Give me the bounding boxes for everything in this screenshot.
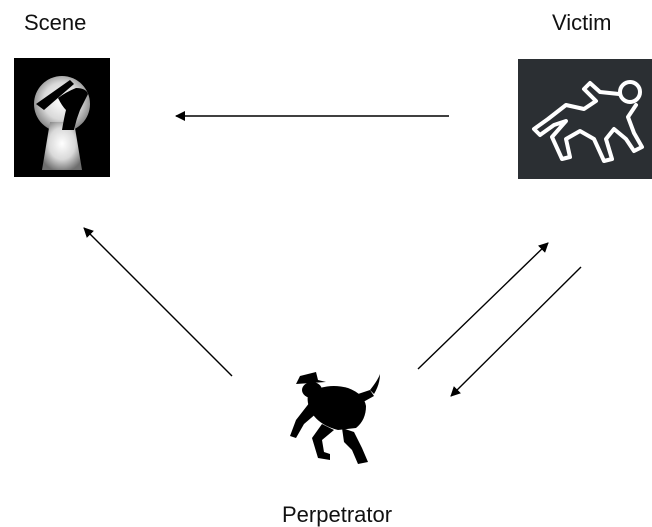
arrow-victim-to-perpetrator (450, 266, 582, 397)
perpetrator-label: Perpetrator (282, 502, 393, 527)
victim-label: Victim (552, 10, 612, 35)
arrow-perpetrator-to-victim (417, 242, 549, 370)
scene-label: Scene (24, 10, 87, 35)
keyhole-knife-icon (14, 58, 110, 177)
burglar-with-knife-icon (290, 372, 380, 464)
arrow-perpetrator-to-scene (83, 227, 233, 377)
body-outline-icon (518, 59, 652, 179)
